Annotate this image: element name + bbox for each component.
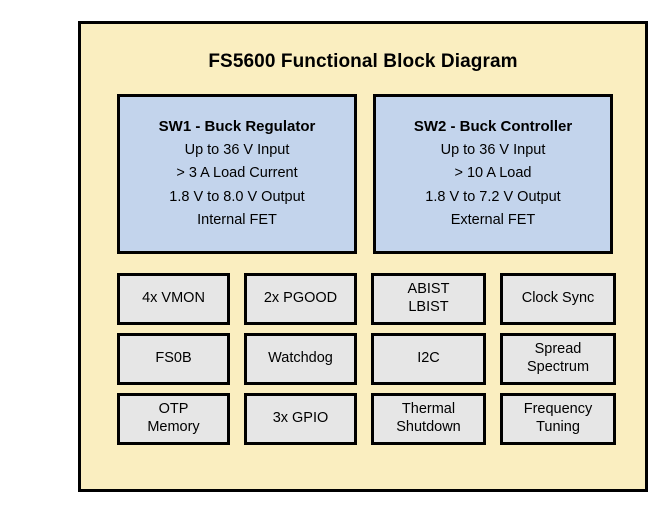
regulator-block-spec-line: > 3 A Load Current [176, 165, 298, 181]
feature-block-label: OTP [158, 401, 189, 418]
feature-block-label: Shutdown [396, 419, 461, 435]
feature-block-label: Clock Sync [521, 290, 595, 307]
regulator-block-spec-line: External FET [450, 212, 536, 228]
regulator-block-row: SW1 - Buck Regulator Up to 36 V Input > … [117, 94, 613, 254]
feature-block-vmon: 4x VMON [117, 273, 230, 325]
regulator-block-spec-line: Up to 36 V Input [440, 141, 546, 158]
feature-block-gpio: 3x GPIO [244, 393, 357, 445]
feature-block-fs0b: FS0B [117, 333, 230, 385]
feature-block-label: 2x PGOOD [263, 290, 338, 307]
feature-block-label: 3x GPIO [272, 410, 329, 427]
feature-block-label: I2C [417, 350, 440, 367]
regulator-block-spec-line: Internal FET [197, 212, 277, 228]
regulator-block-spec-line: 1.8 V to 7.2 V Output [425, 188, 561, 205]
feature-block-label: 4x VMON [142, 290, 205, 307]
feature-block-label: LBIST [408, 299, 449, 315]
feature-block-label: Frequency [523, 401, 593, 418]
feature-block-label: Thermal [401, 401, 456, 418]
feature-block-i2c: I2C [371, 333, 486, 385]
feature-block-grid: 4x VMON 2x PGOOD ABIST LBIST Clock Sync … [117, 273, 616, 445]
regulator-block-title: SW1 - Buck Regulator [158, 117, 316, 135]
feature-block-label: FS0B [155, 350, 192, 367]
feature-block-abist-lbist: ABIST LBIST [371, 273, 486, 325]
regulator-block-spec-line: Up to 36 V Input [184, 141, 290, 158]
diagram-panel: FS5600 Functional Block Diagram SW1 - Bu… [78, 21, 648, 492]
feature-block-otp-memory: OTP Memory [117, 393, 230, 445]
feature-block-label: Tuning [536, 419, 580, 435]
regulator-block-sw2: SW2 - Buck Controller Up to 36 V Input >… [373, 94, 613, 254]
page-title: FS5600 Functional Block Diagram [208, 51, 518, 72]
regulator-block-sw1: SW1 - Buck Regulator Up to 36 V Input > … [117, 94, 357, 254]
feature-block-label: ABIST [407, 281, 450, 298]
feature-block-pgood: 2x PGOOD [244, 273, 357, 325]
feature-block-label: Watchdog [268, 350, 333, 367]
feature-block-frequency-tuning: Frequency Tuning [500, 393, 616, 445]
feature-block-thermal-shutdown: Thermal Shutdown [371, 393, 486, 445]
feature-block-label: Memory [147, 419, 200, 435]
regulator-block-spec-line: 1.8 V to 8.0 V Output [169, 188, 305, 205]
feature-block-spread-spectrum: Spread Spectrum [500, 333, 616, 385]
regulator-block-title: SW2 - Buck Controller [413, 117, 573, 135]
feature-block-watchdog: Watchdog [244, 333, 357, 385]
regulator-block-spec-line: > 10 A Load [454, 165, 532, 181]
feature-block-label: Spectrum [526, 359, 590, 375]
feature-block-label: Spread [534, 341, 582, 358]
feature-block-clock-sync: Clock Sync [500, 273, 616, 325]
